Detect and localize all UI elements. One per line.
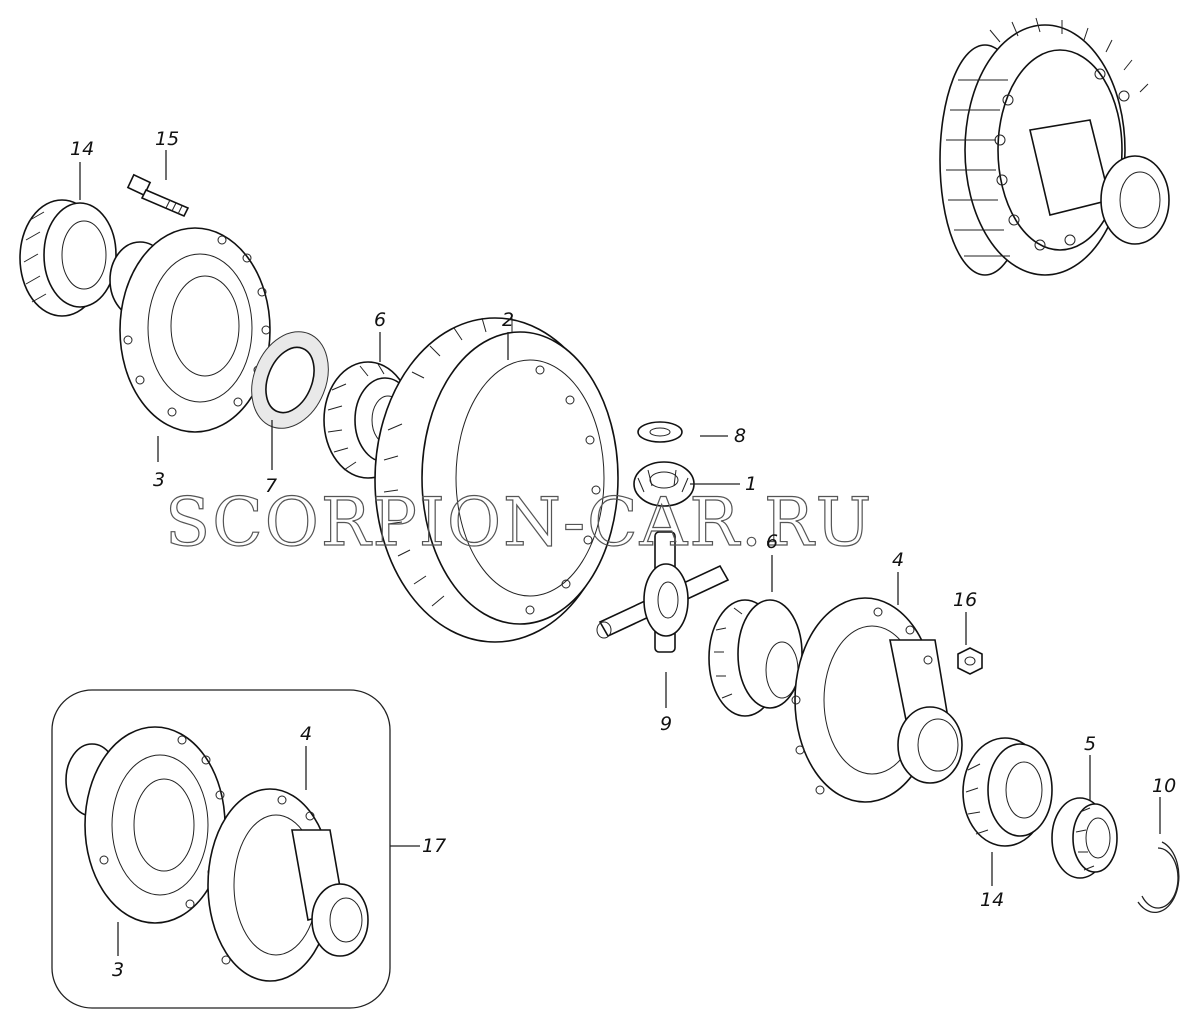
- inset-part-4-housing: [207, 788, 369, 982]
- callout-2: 2: [502, 309, 514, 331]
- part-9-spider-cross: [596, 531, 730, 653]
- part-5-adjusting-nut: [1051, 797, 1118, 879]
- part-2-ring-gear: [374, 317, 619, 643]
- assembled-differential-view: [939, 17, 1170, 276]
- part-6-side-gear-right: [708, 599, 803, 717]
- part-3-housing-top: [109, 227, 271, 433]
- callout-6-right: 6: [766, 531, 778, 553]
- callout-8: 8: [734, 425, 746, 447]
- callout-14-top: 14: [70, 138, 94, 160]
- callout-16: 16: [953, 589, 977, 611]
- inset-part-3-housing: [65, 726, 227, 924]
- callout-14-bottom: 14: [980, 889, 1004, 911]
- watermark-text: SCORPION-CAR.RU: [165, 484, 873, 561]
- callout-5: 5: [1084, 733, 1096, 755]
- callout-9: 9: [660, 713, 672, 735]
- part-14-bearing-top: [19, 199, 117, 317]
- part-15-bolt: [126, 173, 190, 218]
- inset-kit-17: [51, 689, 391, 1009]
- callout-7: 7: [265, 475, 277, 497]
- part-1-pinion: [633, 461, 695, 507]
- callout-10: 10: [1152, 775, 1176, 797]
- part-7-friction-washer: [251, 331, 329, 429]
- callout-15: 15: [155, 128, 179, 150]
- callout-4-inset: 4: [300, 723, 312, 745]
- callout-3-inset: 3: [112, 959, 124, 981]
- leader-lines: [79, 150, 1161, 956]
- callout-6-left: 6: [374, 309, 386, 331]
- part-14-bearing-bottom: [962, 737, 1053, 847]
- part-8-washer: [637, 421, 683, 443]
- callout-4-main: 4: [892, 549, 904, 571]
- callout-17: 17: [422, 835, 446, 857]
- part-4-housing-main: [791, 597, 963, 803]
- callout-3-top: 3: [153, 469, 165, 491]
- part-16-nut: [957, 647, 983, 675]
- part-10-snap-ring: [1137, 841, 1180, 914]
- callout-1: 1: [745, 473, 757, 495]
